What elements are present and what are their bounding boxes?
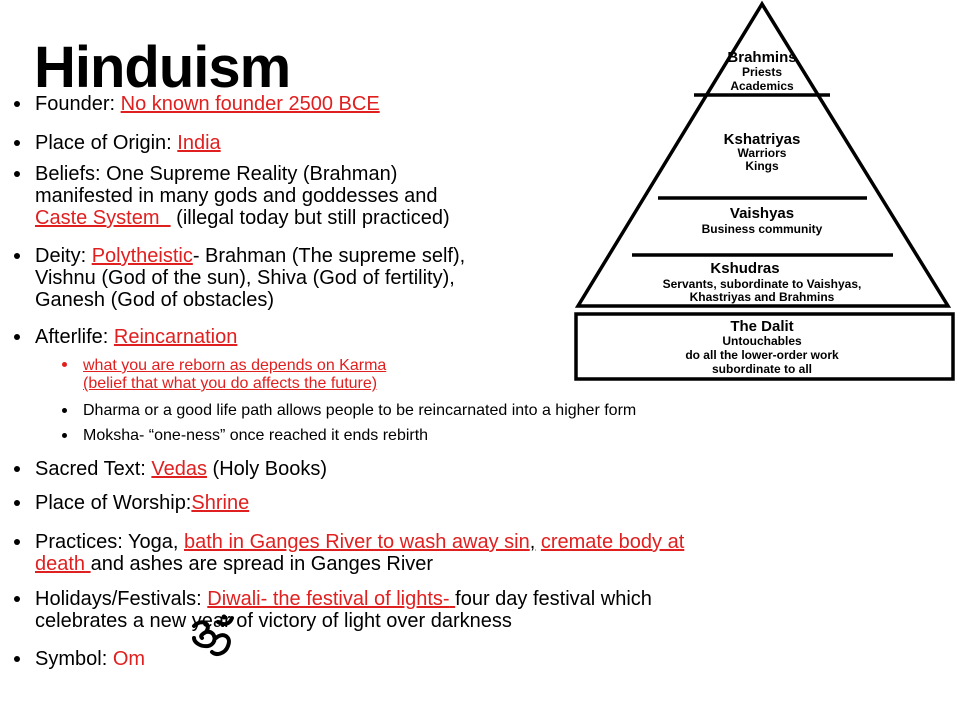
- origin-label: Place of Origin:: [35, 132, 172, 154]
- kshatriyas-line1: Warriors: [738, 146, 787, 160]
- sub-bullet: [62, 408, 67, 413]
- vaishyas-line1: Business community: [702, 222, 823, 236]
- karma-link-line-2[interactable]: (belief that what you do affects the fut…: [83, 375, 378, 392]
- vaishyas-label: Vaishyas: [730, 205, 794, 222]
- beliefs-line-1: Beliefs: One Supreme Reality (Brahman): [35, 163, 398, 185]
- bullet: [14, 539, 20, 545]
- deity-line-1: Deity: Polytheistic- Brahman (The suprem…: [35, 246, 465, 267]
- brahmins-line2: Academics: [730, 79, 794, 93]
- bullet: [14, 334, 20, 340]
- practices-label: Practices: Yoga,: [35, 531, 179, 553]
- brahmins-label: Brahmins: [727, 49, 796, 66]
- om-value: Om: [112, 648, 146, 670]
- holidays-line-1: Holidays/Festivals: Diwali- the festival…: [35, 589, 652, 610]
- diwali-link[interactable]: Diwali- the festival of lights-: [207, 588, 450, 610]
- cremate-link[interactable]: cremate body at: [540, 531, 685, 553]
- holidays-line-2: celebrates a new year of victory of ligh…: [35, 610, 512, 632]
- founder-value-link[interactable]: No known founder 2500 BCE: [120, 93, 380, 115]
- symbol-label: Symbol:: [35, 648, 108, 670]
- karma-link-line-1[interactable]: what you are reborn as depends on Karma: [83, 357, 387, 374]
- deity-rest: - Brahman (The supreme self),: [192, 245, 466, 267]
- afterlife-label: Afterlife:: [35, 326, 109, 348]
- bullet: [14, 466, 20, 472]
- caste-system-link[interactable]: Caste System: [35, 207, 160, 229]
- sacred-line: Sacred Text: Vedas (Holy Books): [35, 459, 327, 480]
- practices-line-2: death and ashes are spread in Ganges Riv…: [35, 554, 433, 575]
- dalit-label: The Dalit: [730, 318, 793, 335]
- worship-label: Place of Worship:: [35, 492, 192, 514]
- bullet: [14, 656, 20, 662]
- deity-line-3: Ganesh (God of obstacles): [35, 289, 275, 311]
- dalit-line3: subordinate to all: [712, 362, 812, 376]
- moksha-line: Moksha- “one-ness” once reached it ends …: [83, 427, 429, 444]
- sub-bullet: [62, 433, 67, 438]
- bullet: [14, 140, 20, 146]
- practices-rest: and ashes are spread in Ganges River: [90, 553, 434, 575]
- beliefs-line-2: manifested in many gods and goddesses an…: [35, 185, 438, 207]
- page-title: Hinduism: [34, 35, 291, 100]
- brahmins-line1: Priests: [742, 65, 782, 79]
- bullet: [14, 500, 20, 506]
- ganges-bath-link[interactable]: bath in Ganges River to wash away sin: [184, 531, 530, 553]
- origin-value-link[interactable]: India: [177, 132, 221, 154]
- kshudras-label: Kshudras: [710, 260, 779, 277]
- dalit-line2: do all the lower-order work: [685, 348, 839, 362]
- om-icon: [192, 614, 234, 656]
- holidays-label: Holidays/Festivals:: [35, 588, 202, 610]
- sub-bullet: [62, 362, 67, 367]
- kshatriyas-label: Kshatriyas: [724, 131, 801, 148]
- founder-label: Founder:: [35, 93, 116, 115]
- shrine-link[interactable]: Shrine: [191, 492, 250, 514]
- bullet: [14, 101, 20, 107]
- deity-line-2: Vishnu (God of the sun), Shiva (God of f…: [35, 267, 455, 289]
- dalit-line1: Untouchables: [722, 334, 802, 348]
- reincarnation-link[interactable]: Reincarnation: [113, 326, 238, 348]
- worship-line: Place of Worship:Shrine: [35, 493, 249, 514]
- bullet: [14, 596, 20, 602]
- holidays-rest: four day festival which: [455, 588, 652, 610]
- kshudras-line1: Servants, subordinate to Vaishyas,: [663, 277, 862, 291]
- dharma-line: Dharma or a good life path allows people…: [83, 402, 637, 419]
- afterlife-line: Afterlife: Reincarnation: [35, 327, 237, 348]
- kshatriyas-line2: Kings: [745, 159, 779, 173]
- beliefs-line-3: Caste System (illegal today but still pr…: [35, 208, 450, 229]
- bullet: [14, 171, 20, 177]
- polytheistic-link[interactable]: Polytheistic: [91, 245, 193, 267]
- practices-line-1: Practices: Yoga, bath in Ganges River to…: [35, 532, 684, 553]
- caste-pyramid: Brahmins Priests Academics Kshatriyas Wa…: [574, 0, 955, 381]
- symbol-line: Symbol: Om: [35, 649, 145, 670]
- sacred-label: Sacred Text:: [35, 458, 146, 480]
- bullet: [14, 253, 20, 259]
- sacred-rest: (Holy Books): [212, 458, 328, 480]
- deity-label: Deity:: [35, 245, 87, 267]
- kshudras-line2: Khastriyas and Brahmins: [690, 290, 835, 304]
- founder-line: Founder: No known founder 2500 BCE: [35, 94, 380, 115]
- beliefs-rest: (illegal today but still practiced): [176, 207, 450, 229]
- origin-line: Place of Origin: India: [35, 133, 221, 154]
- practices-comma: ,: [529, 531, 536, 553]
- vedas-link[interactable]: Vedas: [151, 458, 207, 480]
- cremate-link-cont[interactable]: death: [35, 553, 86, 575]
